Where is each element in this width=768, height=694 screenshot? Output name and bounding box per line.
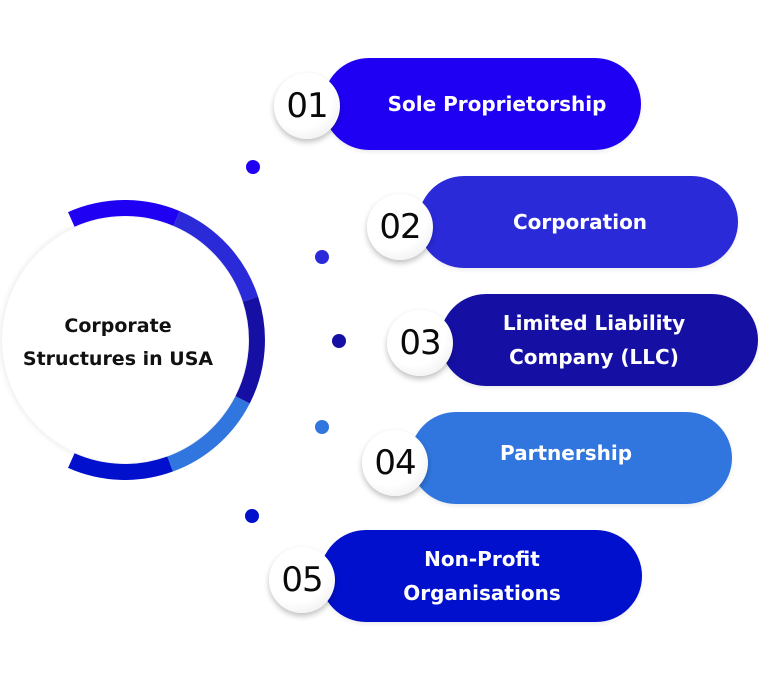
item-label-line1: Corporation [512,210,648,234]
item-non-profit: Non-Profit Organisations [320,530,642,622]
connector-dot-4 [315,420,329,434]
item-label-line2: Company (LLC) [509,345,679,369]
ring-segment-3 [235,296,265,404]
connector-dot-3 [332,334,346,348]
item-label-line1: Partnership [499,441,633,465]
item-corporation: Corporation [418,176,738,268]
connector-dot-5 [245,509,259,523]
number-badge-01: 01 [274,73,340,139]
item-label-line1: Non-Profit [424,547,540,571]
number-badge-03: 03 [387,310,453,376]
ring-segment-5 [68,453,173,480]
item-label-line1: Limited Liability [502,311,686,335]
hub-circle [2,217,248,463]
connector-dot-2 [315,250,329,264]
ring-segment-4 [167,396,250,472]
number-badge-04: 04 [362,430,428,496]
item-label-line1: Sole Proprietorship [387,92,607,116]
hub-title: Corporate Structures in USA [0,310,236,376]
connector-dot-1 [246,160,260,174]
item-sole-proprietorship: Sole Proprietorship [323,58,641,150]
number-badge-05: 05 [269,547,335,613]
item-llc: Limited Liability Company (LLC) [440,294,758,386]
item-label-line2: Organisations [403,581,561,605]
number-badge-02: 02 [367,194,433,260]
hub-title-line2: Structures in USA [22,348,214,370]
ring-segment-2 [173,211,259,302]
hub-title-line1: Corporate [64,315,172,337]
ring-segment-1 [68,199,180,227]
item-partnership: Partnership [410,412,732,504]
